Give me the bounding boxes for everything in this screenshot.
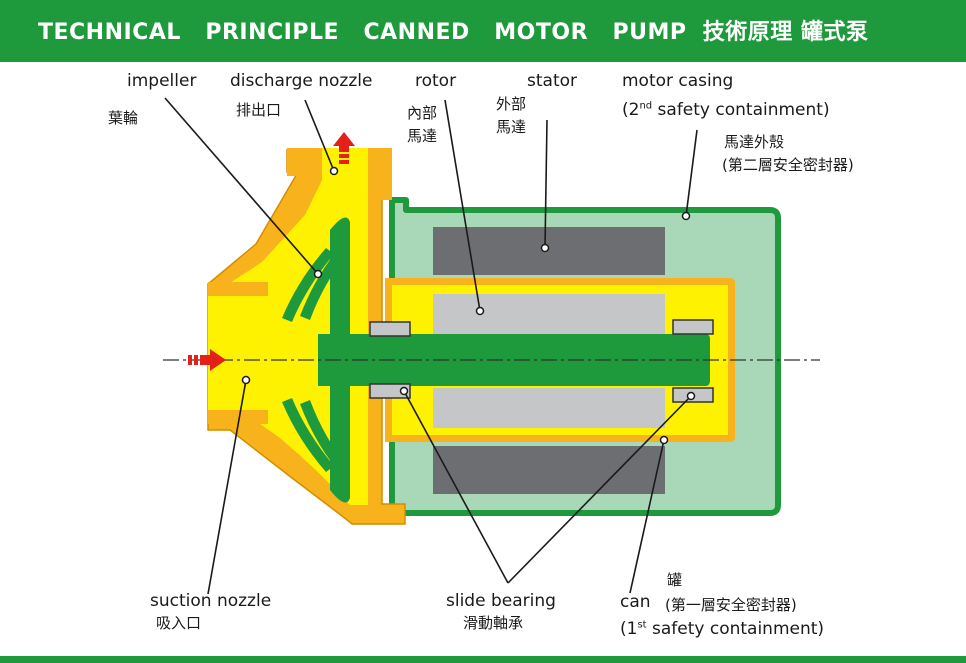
- rotor-label: rotor: [415, 71, 457, 91]
- rotor-label-zh-2: 馬達: [407, 127, 438, 145]
- can-label-zh: 罐: [667, 571, 683, 589]
- rotor-bottom: [433, 388, 665, 428]
- motor-casing-sublabel: (2nd safety containment): [622, 100, 830, 120]
- footer-rule: [0, 656, 966, 663]
- discharge-flow-arrow: [333, 132, 355, 164]
- rotor-top: [433, 294, 665, 334]
- leader-dots: [241, 166, 696, 445]
- slide-bearing-label: slide bearing: [446, 591, 556, 611]
- inlet-flow-arrow: [188, 349, 226, 371]
- stator-label: stator: [527, 71, 577, 91]
- slide-bearing-front-top: [369, 321, 411, 337]
- suction-nozzle-label-zh: 吸入口: [156, 614, 202, 632]
- slide-bearing-front-bottom: [369, 383, 411, 399]
- impeller-label: impeller: [127, 71, 197, 91]
- can-sublabel: (1st safety containment): [620, 619, 825, 639]
- stator-top: [433, 227, 665, 275]
- suction-nozzle: [208, 296, 318, 410]
- suction-nozzle-label: suction nozzle: [150, 591, 272, 611]
- motor-casing-label: motor casing: [622, 71, 734, 91]
- stator-label-zh-2: 馬達: [496, 118, 527, 136]
- can-label: can: [620, 592, 651, 612]
- can-label-zh-detail: (第一層安全密封器): [665, 596, 797, 614]
- discharge-wall-left: [287, 148, 322, 215]
- impeller-vane: [282, 248, 334, 322]
- discharge-nozzle-label-zh: 排出口: [236, 101, 282, 119]
- suction-wall-top: [208, 282, 268, 296]
- leader-lines: [164, 97, 698, 595]
- rotor-label-zh-1: 內部: [407, 104, 438, 122]
- header-bar: TECHNICAL PRINCIPLE CANNED MOTOR PUMP 技術…: [0, 0, 966, 62]
- stator-bottom: [433, 446, 665, 494]
- slide-bearing-label-zh: 滑動軸承: [463, 614, 524, 632]
- motor-casing-label-zh-2: (第二層安全密封器): [722, 156, 854, 174]
- impeller-vane: [300, 242, 350, 320]
- impeller-label-zh: 葉輪: [108, 109, 139, 127]
- impeller-vane: [300, 400, 350, 478]
- suction-wall-bottom: [208, 410, 268, 424]
- discharge-wall-right: [368, 148, 392, 200]
- stator-label-zh-1: 外部: [496, 95, 527, 113]
- impeller-vane: [282, 398, 334, 472]
- motor-casing-label-zh-1: 馬達外殼: [724, 133, 785, 151]
- discharge-nozzle-label: discharge nozzle: [230, 71, 373, 91]
- slide-bearing-rear-top: [672, 319, 714, 335]
- page-title: TECHNICAL PRINCIPLE CANNED MOTOR PUMP 技術…: [38, 20, 869, 45]
